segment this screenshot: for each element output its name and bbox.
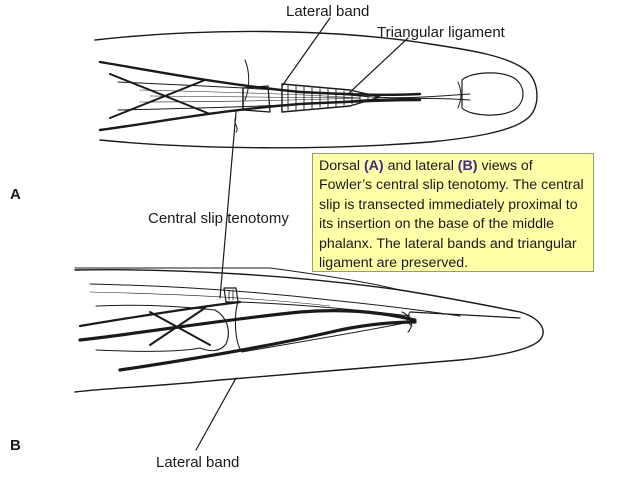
triangular-ligament-label: Triangular ligament xyxy=(377,24,505,41)
caption-box: Dorsal (A) and lateral (B) views of Fowl… xyxy=(312,153,594,272)
lateral-band-top-label: Lateral band xyxy=(286,3,370,20)
lateral-finger-view xyxy=(74,267,544,451)
panel-b-label: B xyxy=(10,437,21,454)
dorsal-finger-view xyxy=(94,17,538,299)
lateral-band-bottom-label: Lateral band xyxy=(156,454,240,471)
caption-text-2: and lateral xyxy=(383,158,458,174)
panel-a-label: A xyxy=(10,186,21,203)
caption-text-1: Dorsal xyxy=(319,158,364,174)
caption-tag-b: (B) xyxy=(457,158,478,174)
caption-text-3: views of Fowler’s central slip tenotomy.… xyxy=(319,158,584,272)
caption-tag-a: (A) xyxy=(363,158,384,174)
central-slip-tenotomy-label: Central slip tenotomy xyxy=(148,210,289,227)
